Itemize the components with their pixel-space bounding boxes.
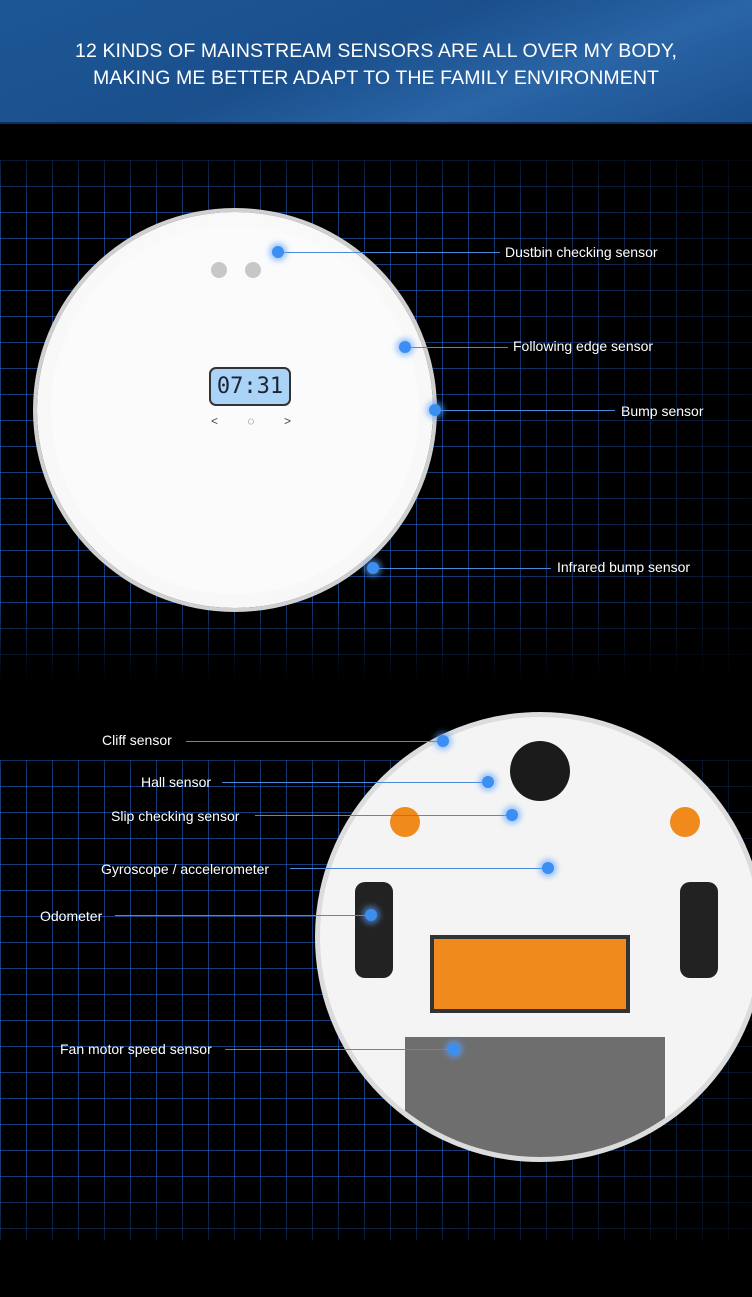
callout-line [255, 815, 512, 816]
sensor-dot [365, 909, 377, 921]
sensor-dot [367, 562, 379, 574]
home-button-icon [211, 262, 227, 278]
callout-line [115, 915, 371, 916]
right-arrow-icon: > [283, 414, 291, 428]
dustbin [405, 1037, 665, 1157]
sensor-dot [482, 776, 494, 788]
sensor-dot [448, 1043, 460, 1055]
callout-line [290, 868, 548, 869]
sensor-dot [429, 404, 441, 416]
label-dustbin-sensor: Dustbin checking sensor [505, 244, 658, 260]
label-fan-motor-sensor: Fan motor speed sensor [60, 1041, 212, 1057]
sensor-dot [506, 809, 518, 821]
page-title: 12 KINDS OF MAINSTREAM SENSORS ARE ALL O… [0, 38, 752, 92]
wheel-right [680, 882, 718, 978]
side-brush-left [390, 807, 420, 837]
label-hall-sensor: Hall sensor [141, 774, 212, 790]
label-gyroscope: Gyroscope / accelerometer [101, 861, 270, 877]
side-brush-right [670, 807, 700, 837]
sensor-dot [272, 246, 284, 258]
sensor-dot [399, 341, 411, 353]
label-odometer: Odometer [40, 908, 103, 924]
label-cliff-sensor: Cliff sensor [102, 732, 172, 748]
title-line-1: 12 KINDS OF MAINSTREAM SENSORS ARE ALL O… [75, 40, 677, 62]
callout-line [278, 252, 500, 253]
callout-line [405, 347, 508, 348]
label-edge-sensor: Following edge sensor [513, 338, 654, 354]
main-brush [430, 935, 630, 1013]
robot-bottom-view [315, 712, 752, 1162]
callout-line [435, 410, 615, 411]
control-arrows: < ◌ > [211, 414, 291, 428]
power-button-icon [245, 262, 261, 278]
label-infrared-sensor: Infrared bump sensor [557, 559, 691, 575]
caster-wheel [510, 741, 570, 801]
callout-line [373, 568, 551, 569]
robot-top-cover: 07:31 < ◌ > [51, 226, 419, 594]
callout-line [225, 1049, 454, 1050]
robot-top-view: 07:31 < ◌ > [37, 212, 433, 608]
left-arrow-icon: < [211, 414, 219, 428]
lcd-display: 07:31 [209, 367, 291, 406]
sensor-dot [542, 862, 554, 874]
wheel-left [355, 882, 393, 978]
label-slip-sensor: Slip checking sensor [111, 808, 240, 824]
clean-icon: ◌ [247, 414, 255, 428]
label-bump-sensor: Bump sensor [621, 403, 704, 419]
callout-line [186, 741, 443, 742]
header-banner: 12 KINDS OF MAINSTREAM SENSORS ARE ALL O… [0, 0, 752, 124]
title-line-2: MAKING ME BETTER ADAPT TO THE FAMILY ENV… [92, 67, 660, 89]
sensor-dot [437, 735, 449, 747]
callout-line [222, 782, 488, 783]
